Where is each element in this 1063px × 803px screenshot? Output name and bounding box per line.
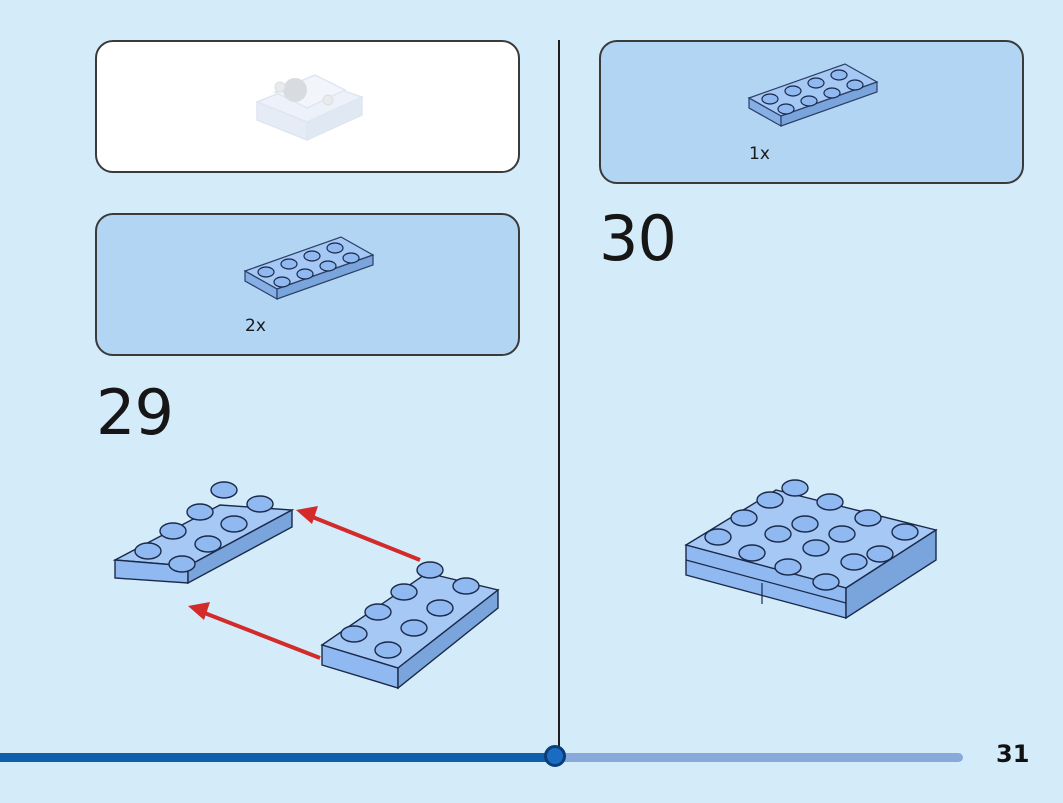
placement-arrows: [188, 506, 421, 660]
previous-model-panel: [95, 40, 520, 173]
progress-bar-completed: [0, 753, 557, 762]
plate-2x4-icon: [747, 63, 879, 128]
page-number: 31: [996, 740, 1030, 768]
part-quantity: 2x: [245, 316, 266, 336]
plate-left: [112, 481, 295, 585]
progress-bar-remaining: [557, 753, 963, 762]
step-number-29: 29: [96, 376, 174, 449]
plate-right: [320, 561, 500, 690]
column-divider: [558, 40, 560, 758]
step-number-30: 30: [599, 202, 677, 275]
part-quantity: 1x: [749, 144, 770, 164]
step29-build-image: [112, 481, 500, 690]
parts-list-panel-step29: 2x: [95, 213, 520, 356]
step30-build-image: [684, 479, 938, 620]
plate-2x4-icon: [243, 236, 375, 301]
parts-list-panel-step30: 1x: [599, 40, 1024, 184]
previous-model-image: [254, 74, 365, 142]
progress-marker: [544, 745, 566, 767]
